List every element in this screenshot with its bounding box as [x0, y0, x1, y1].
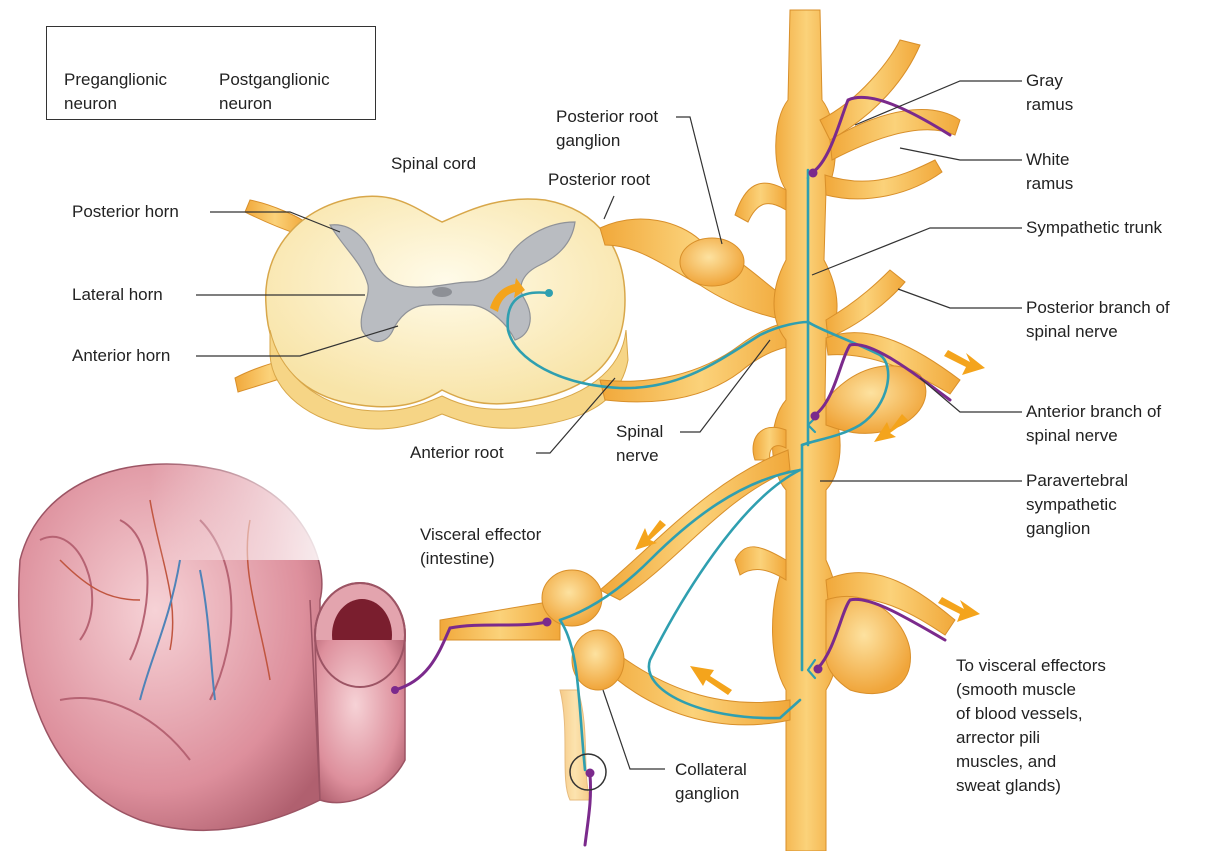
- label-spinal-cord: Spinal cord: [391, 152, 476, 176]
- spinal-cord: [234, 196, 628, 429]
- label-visceral-effector: Visceral effector(intestine): [420, 523, 541, 571]
- label-sympathetic-trunk: Sympathetic trunk: [1026, 216, 1162, 240]
- label-posterior-root: Posterior root: [548, 168, 650, 192]
- intestine: [19, 420, 405, 830]
- label-anterior-root: Anterior root: [410, 441, 504, 465]
- label-posterior-horn: Posterior horn: [72, 200, 179, 224]
- nerve-roots: [600, 219, 802, 402]
- preganglionic-cell-body: [545, 289, 553, 297]
- label-lateral-horn: Lateral horn: [72, 283, 163, 307]
- label-anterior-horn: Anterior horn: [72, 344, 170, 368]
